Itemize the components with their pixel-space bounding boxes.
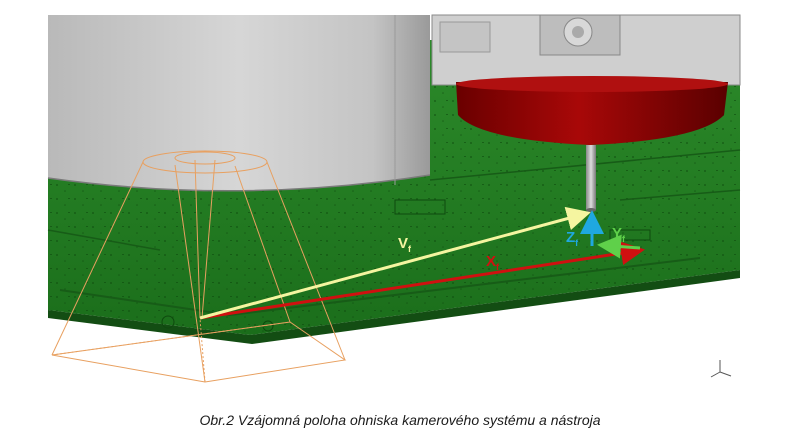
- label-y: Yf: [612, 225, 626, 244]
- camera-body: [47, 15, 431, 192]
- vector-y: [597, 234, 641, 259]
- label-v: Vf: [398, 235, 412, 254]
- spindle-housing: [431, 14, 741, 86]
- tool-bit: [586, 145, 596, 212]
- figure-caption: Obr.2 Vzájomná poloha ohniska kamerového…: [199, 412, 601, 428]
- spindle-cup: [456, 76, 728, 145]
- label-z: Zf: [566, 229, 579, 248]
- triad-icon: [710, 360, 732, 378]
- vector-x: [199, 241, 645, 320]
- vector-v: [199, 206, 591, 320]
- label-x: Xf: [486, 253, 500, 272]
